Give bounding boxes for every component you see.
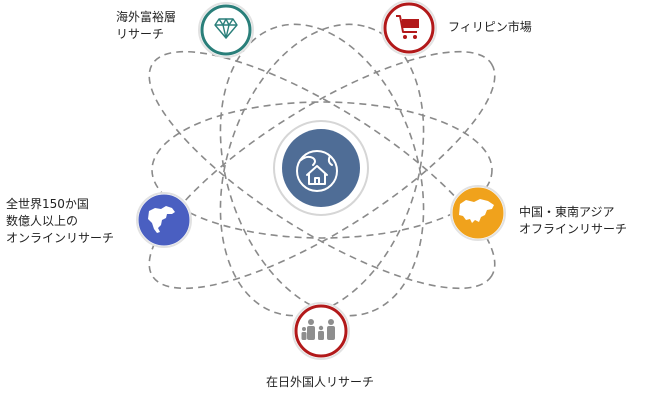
label-foreigners-in-japan: 在日外国人リサーチ <box>266 374 374 391</box>
label-line: オンラインリサーチ <box>6 231 115 245</box>
label-line: リサーチ <box>116 27 165 41</box>
node-china-sea-offline[interactable] <box>450 185 506 241</box>
node-philippines-market[interactable] <box>381 0 437 56</box>
globe-house-icon <box>296 150 338 192</box>
label-line: 全世界150か国 <box>6 197 89 211</box>
label-china-sea-offline: 中国・東南アジア オフラインリサーチ <box>519 204 627 238</box>
center-node <box>273 120 369 216</box>
orbit-diagonal-1 <box>148 50 496 290</box>
orbit-horizontal <box>151 101 493 239</box>
north-america-map-icon <box>148 206 175 233</box>
label-line: 在日外国人リサーチ <box>266 375 375 389</box>
label-line: フィリピン市場 <box>448 20 532 34</box>
orbit-tilted-1 <box>219 23 425 317</box>
node-wealthy-overseas[interactable] <box>198 2 254 58</box>
label-line: 数億人以上の <box>6 214 79 228</box>
shopping-cart-icon <box>396 15 419 39</box>
node-ring <box>138 194 190 246</box>
label-line: 中国・東南アジア <box>519 205 615 219</box>
label-line: 海外富裕層 <box>116 10 177 24</box>
label-philippines-market: フィリピン市場 <box>448 19 532 36</box>
center-disc <box>282 129 360 207</box>
label-global-online: 全世界150か国 数億人以上の オンラインリサーチ <box>6 196 114 247</box>
node-foreigners-in-japan[interactable] <box>292 302 350 360</box>
orbit-diagonal-2 <box>148 50 496 290</box>
node-ring <box>200 4 252 56</box>
label-line: オフラインリサーチ <box>519 222 628 236</box>
diamond-icon <box>214 18 238 39</box>
asia-map-icon <box>459 199 494 223</box>
family-icon <box>301 319 335 340</box>
node-global-online[interactable] <box>136 192 192 248</box>
label-wealthy-overseas: 海外富裕層 リサーチ <box>116 9 176 43</box>
